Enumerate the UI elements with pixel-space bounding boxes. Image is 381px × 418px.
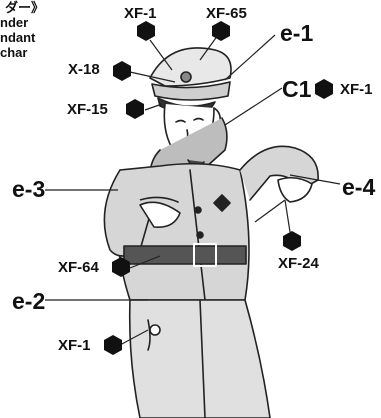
part-e1: e-1 <box>280 22 313 45</box>
right-hand <box>278 178 312 202</box>
hex-c1 <box>315 79 333 99</box>
label-xf1-right: XF-1 <box>340 82 373 97</box>
part-e2: e-2 <box>12 290 45 313</box>
leader-xf24 <box>255 200 290 232</box>
hex-xf1-top <box>137 21 155 41</box>
label-xf15: XF-15 <box>67 102 108 117</box>
leader-xf15 <box>145 104 162 110</box>
trousers <box>130 300 270 418</box>
header-line-4: char <box>0 45 44 60</box>
part-e4: e-4 <box>342 176 375 199</box>
part-e3: e-3 <box>12 178 45 201</box>
header-line-2: nder <box>0 15 44 30</box>
belt <box>124 246 246 264</box>
label-c1: C1 <box>282 78 311 101</box>
hex-x18 <box>113 61 131 81</box>
header-cropped-text: ダー》 nder ndant char <box>0 0 44 60</box>
hex-xf1-bottom <box>104 335 122 355</box>
label-xf1-top: XF-1 <box>124 6 157 21</box>
header-line-3: ndant <box>0 30 44 45</box>
leader-c1 <box>225 88 282 125</box>
label-xf1-bottom: XF-1 <box>58 338 91 353</box>
hex-xf65 <box>212 21 230 41</box>
label-xf65: XF-65 <box>206 6 247 21</box>
label-xf64: XF-64 <box>58 260 99 275</box>
label-x18: X-18 <box>68 62 100 77</box>
hex-xf15 <box>126 99 144 119</box>
label-xf24: XF-24 <box>278 256 319 271</box>
header-line-1: ダー》 <box>0 0 44 15</box>
hex-xf24 <box>283 231 301 251</box>
leader-e1 <box>225 35 275 80</box>
